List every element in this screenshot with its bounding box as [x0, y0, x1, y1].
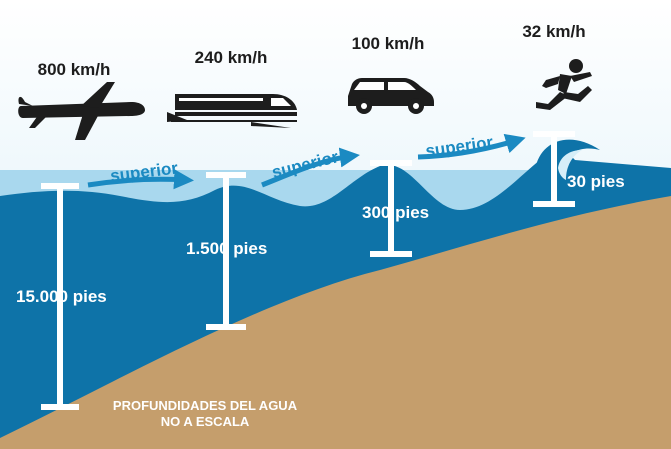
- note-line-1: PROFUNDIDADES DEL AGUA: [113, 398, 298, 413]
- depth-label-300: 300 pies: [362, 203, 429, 222]
- runner-speed: 32 km/h: [522, 22, 585, 41]
- depth-marker-15000: [41, 183, 79, 410]
- depth-marker-1500: [206, 172, 246, 330]
- depth-marker-300: [370, 160, 412, 257]
- runner-icon: [536, 59, 592, 110]
- seabed: [0, 196, 671, 449]
- depth-marker-30: [533, 131, 575, 207]
- car-icon: [348, 78, 434, 114]
- speed-arrow-1: [87, 169, 194, 190]
- plane-speed: 800 km/h: [38, 60, 111, 79]
- depth-label-30: 30 pies: [567, 172, 625, 191]
- airplane-icon: [18, 82, 145, 140]
- speed-arrow-2: [261, 147, 360, 188]
- speed-arrow-3: [417, 133, 526, 160]
- train-icon: [167, 94, 297, 128]
- depth-label-15000: 15.000 pies: [16, 287, 107, 306]
- note-line-2: NO A ESCALA: [161, 414, 250, 429]
- depth-label-1500: 1.500 pies: [186, 239, 267, 258]
- car-speed: 100 km/h: [352, 34, 425, 53]
- train-speed: 240 km/h: [195, 48, 268, 67]
- wave-curl-highlight: [558, 150, 582, 180]
